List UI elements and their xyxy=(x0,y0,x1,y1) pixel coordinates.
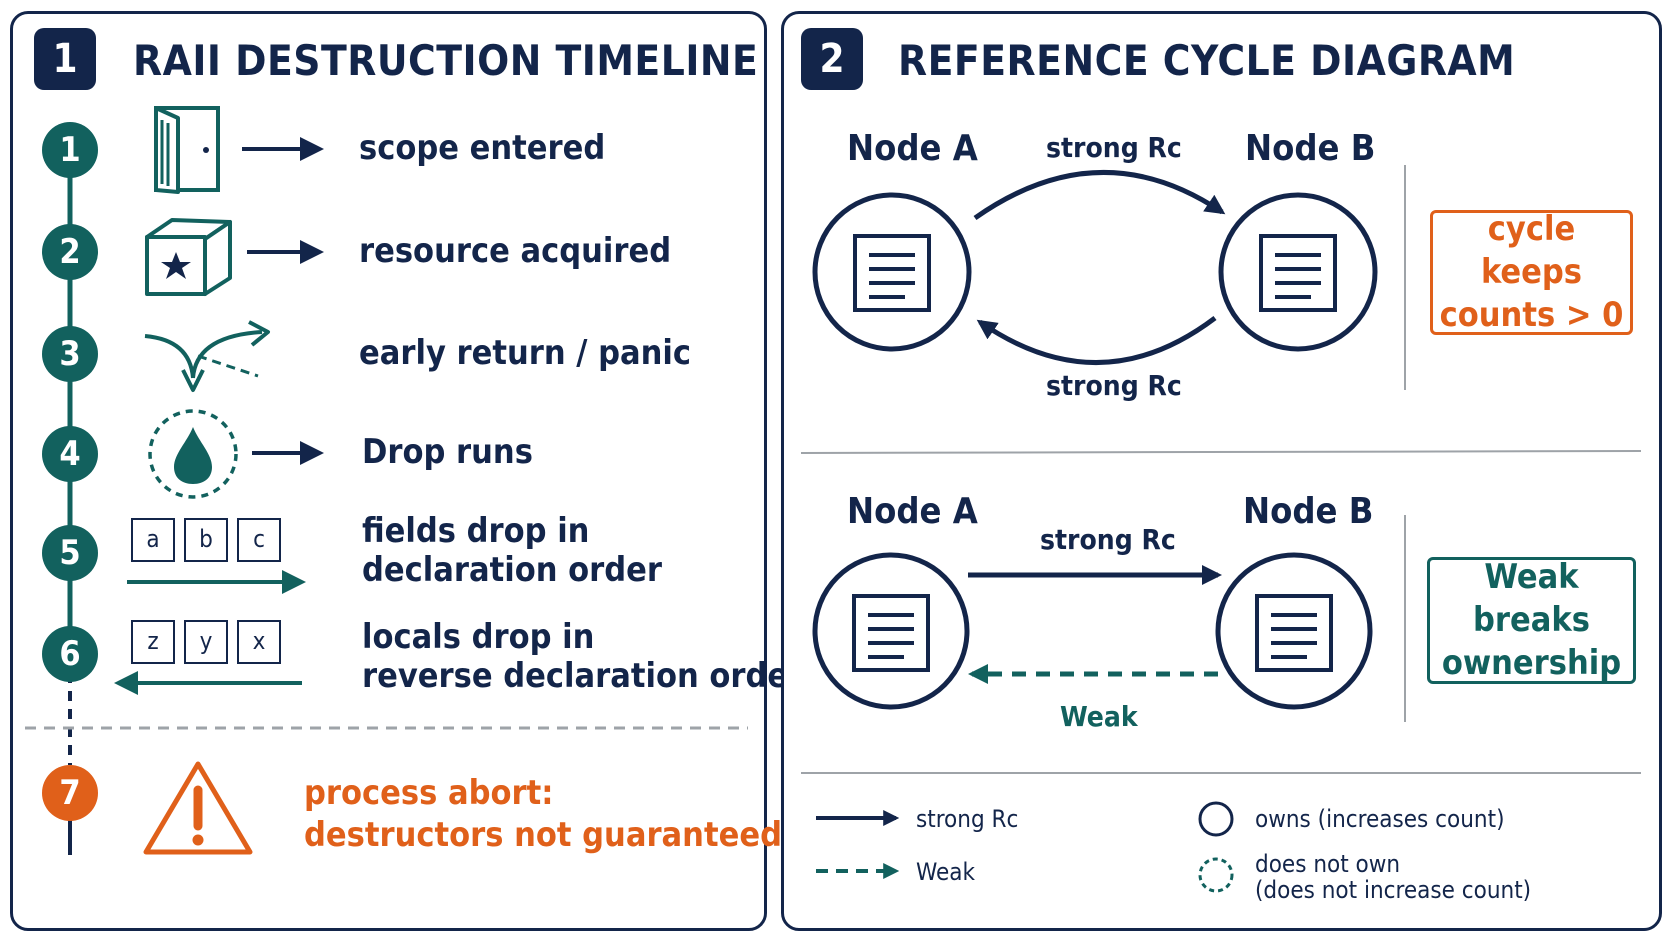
bottom-weak-edge-label: Weak xyxy=(1060,700,1138,733)
weak-callout: Weak breaks ownership xyxy=(1427,557,1636,684)
reference-cycle-panel xyxy=(781,11,1662,931)
legend-not-own-line2: (does not increase count) xyxy=(1255,876,1532,904)
weak-callout-line2: ownership xyxy=(1441,643,1622,683)
step-4-marker: 4 xyxy=(42,426,98,482)
local-box-z: z xyxy=(131,620,175,664)
top-node-a xyxy=(812,192,972,352)
top-edge-label-lower: strong Rc xyxy=(1046,369,1182,402)
field-box-c: c xyxy=(237,518,281,562)
step-6-label-line2: reverse declaration order xyxy=(362,656,804,696)
panel1-number-badge: 1 xyxy=(34,28,96,90)
local-box-y: y xyxy=(184,620,228,664)
branch-arrow-icon xyxy=(144,320,270,392)
door-icon xyxy=(154,106,220,194)
step-5-marker: 5 xyxy=(42,525,98,581)
box-star-icon xyxy=(145,218,232,296)
top-edge-label-upper: strong Rc xyxy=(1046,131,1182,164)
bottom-strong-edge-label: strong Rc xyxy=(1040,523,1176,556)
step-7-label-line1: process abort: xyxy=(304,773,554,813)
legend-weak-label: Weak xyxy=(916,858,975,886)
step-5-label-line2: declaration order xyxy=(362,550,663,590)
step-4-label: Drop runs xyxy=(362,432,533,472)
step-2-marker: 2 xyxy=(42,224,98,280)
field-box-b: b xyxy=(184,518,228,562)
step-1-label: scope entered xyxy=(359,128,606,168)
drop-icon xyxy=(148,409,238,499)
local-box-x: x xyxy=(237,620,281,664)
step-7-marker: 7 xyxy=(42,765,98,821)
weak-callout-line1: Weak breaks xyxy=(1473,557,1590,640)
step-1-marker: 1 xyxy=(42,122,98,178)
cycle-edge-b-to-a xyxy=(976,316,1217,365)
legend-owns-label: owns (increases count) xyxy=(1255,805,1505,833)
legend-owns-circle xyxy=(1198,801,1234,837)
cycle-callout: cycle keeps counts > 0 xyxy=(1430,209,1633,335)
bottom-node-b xyxy=(1215,552,1373,710)
step-6-label-line1: locals drop in xyxy=(362,617,595,657)
legend-not-own-circle xyxy=(1198,857,1234,893)
cycle-edge-a-to-b xyxy=(973,169,1226,221)
legend-strong-label: strong Rc xyxy=(916,805,1019,833)
bottom-node-b-label: Node B xyxy=(1243,491,1374,532)
step-3-label: early return / panic xyxy=(359,333,692,373)
step-6-marker: 6 xyxy=(42,626,98,682)
top-node-b xyxy=(1218,192,1378,352)
cycle-callout-line2: counts > 0 xyxy=(1439,295,1624,335)
field-box-a: a xyxy=(131,518,175,562)
step-3-marker: 3 xyxy=(42,326,98,382)
bottom-node-a-label: Node A xyxy=(847,491,978,532)
timeline-panel xyxy=(10,11,767,931)
bottom-node-a xyxy=(812,552,970,710)
warning-icon xyxy=(143,761,253,855)
legend-not-own-line1: does not own xyxy=(1255,850,1401,878)
panel1-title: RAII DESTRUCTION TIMELINE xyxy=(133,36,759,85)
panel2-title: REFERENCE CYCLE DIAGRAM xyxy=(898,36,1516,85)
step-2-label: resource acquired xyxy=(359,231,672,271)
step-7-label-line2: destructors not guaranteed xyxy=(304,815,782,855)
cycle-callout-line1: cycle keeps xyxy=(1480,209,1583,292)
step-5-label-line1: fields drop in xyxy=(362,511,590,551)
top-node-b-label: Node B xyxy=(1245,128,1376,169)
panel2-number-badge: 2 xyxy=(801,28,863,90)
top-node-a-label: Node A xyxy=(847,128,978,169)
section-divider-1 xyxy=(800,450,1642,454)
